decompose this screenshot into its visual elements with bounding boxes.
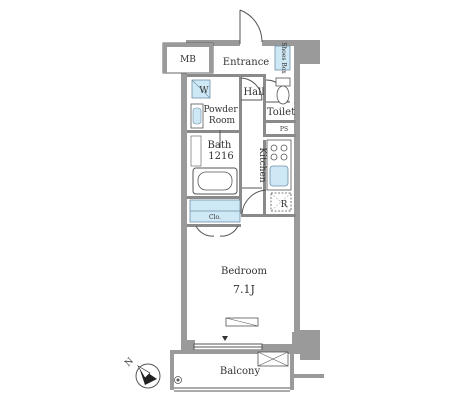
- balcony: Balcony: [170, 350, 324, 392]
- bath: Bath 1216: [190, 135, 238, 195]
- bedroom: Bedroom 7.1J: [221, 266, 267, 341]
- ps-label: PS: [280, 126, 288, 133]
- washer-label: W: [199, 86, 209, 96]
- north-arrow-icon: [137, 365, 151, 379]
- mb-meter-box: MB: [162, 42, 214, 74]
- north-label: N: [123, 356, 136, 369]
- powder-room: W Powder Room: [190, 79, 240, 129]
- kitchen: Kitchen R: [257, 139, 292, 212]
- toilet: Toilet PS: [267, 77, 295, 133]
- closet-label: Clo.: [209, 214, 221, 221]
- entrance-area: Shoes Box Entrance: [223, 42, 291, 74]
- kitchen-label: Kitchen: [257, 147, 267, 182]
- bedroom-size-label: 7.1J: [233, 283, 255, 296]
- bedroom-label: Bedroom: [221, 266, 267, 277]
- closet: Clo.: [189, 199, 241, 223]
- interior-walls: [187, 74, 296, 227]
- balcony-label: Balcony: [220, 366, 261, 377]
- bath-label: Bath 1216: [208, 140, 235, 162]
- shoes-box-label: Shoes Box: [280, 42, 287, 74]
- powder-room-label: Powder Room: [203, 105, 240, 126]
- entrance-label: Entrance: [223, 57, 270, 68]
- mb-label: MB: [180, 55, 196, 65]
- hall-label: Hall: [243, 87, 264, 98]
- compass: N: [123, 356, 161, 389]
- toilet-label: Toilet: [267, 107, 295, 118]
- refrigerator-label: R: [281, 200, 288, 210]
